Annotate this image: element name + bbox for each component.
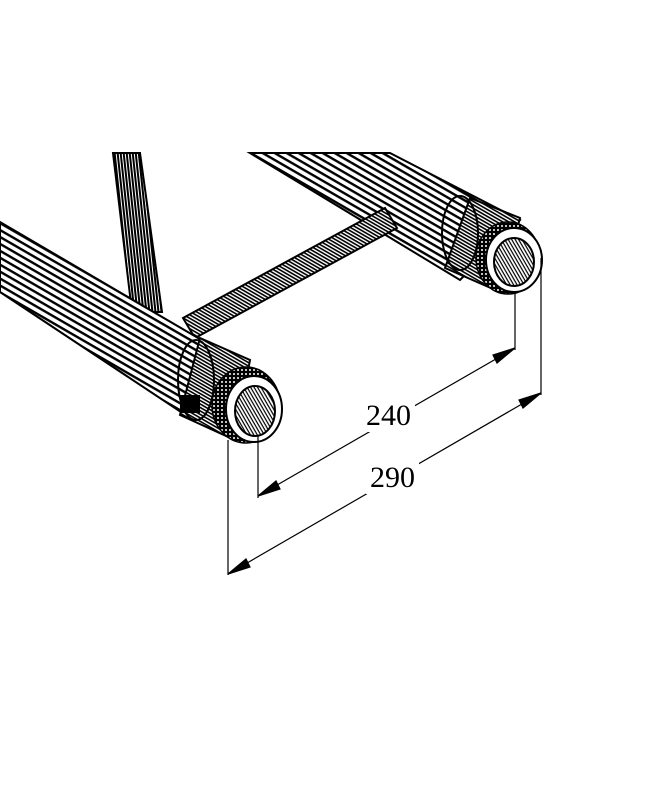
extension-lines xyxy=(227,258,542,575)
dimension-label-290: 290 xyxy=(366,462,419,494)
diagonal-brace xyxy=(111,152,164,313)
near-chord-tube xyxy=(0,220,283,444)
horizontal-brace xyxy=(181,206,399,340)
dimension-label-240: 240 xyxy=(362,400,415,432)
